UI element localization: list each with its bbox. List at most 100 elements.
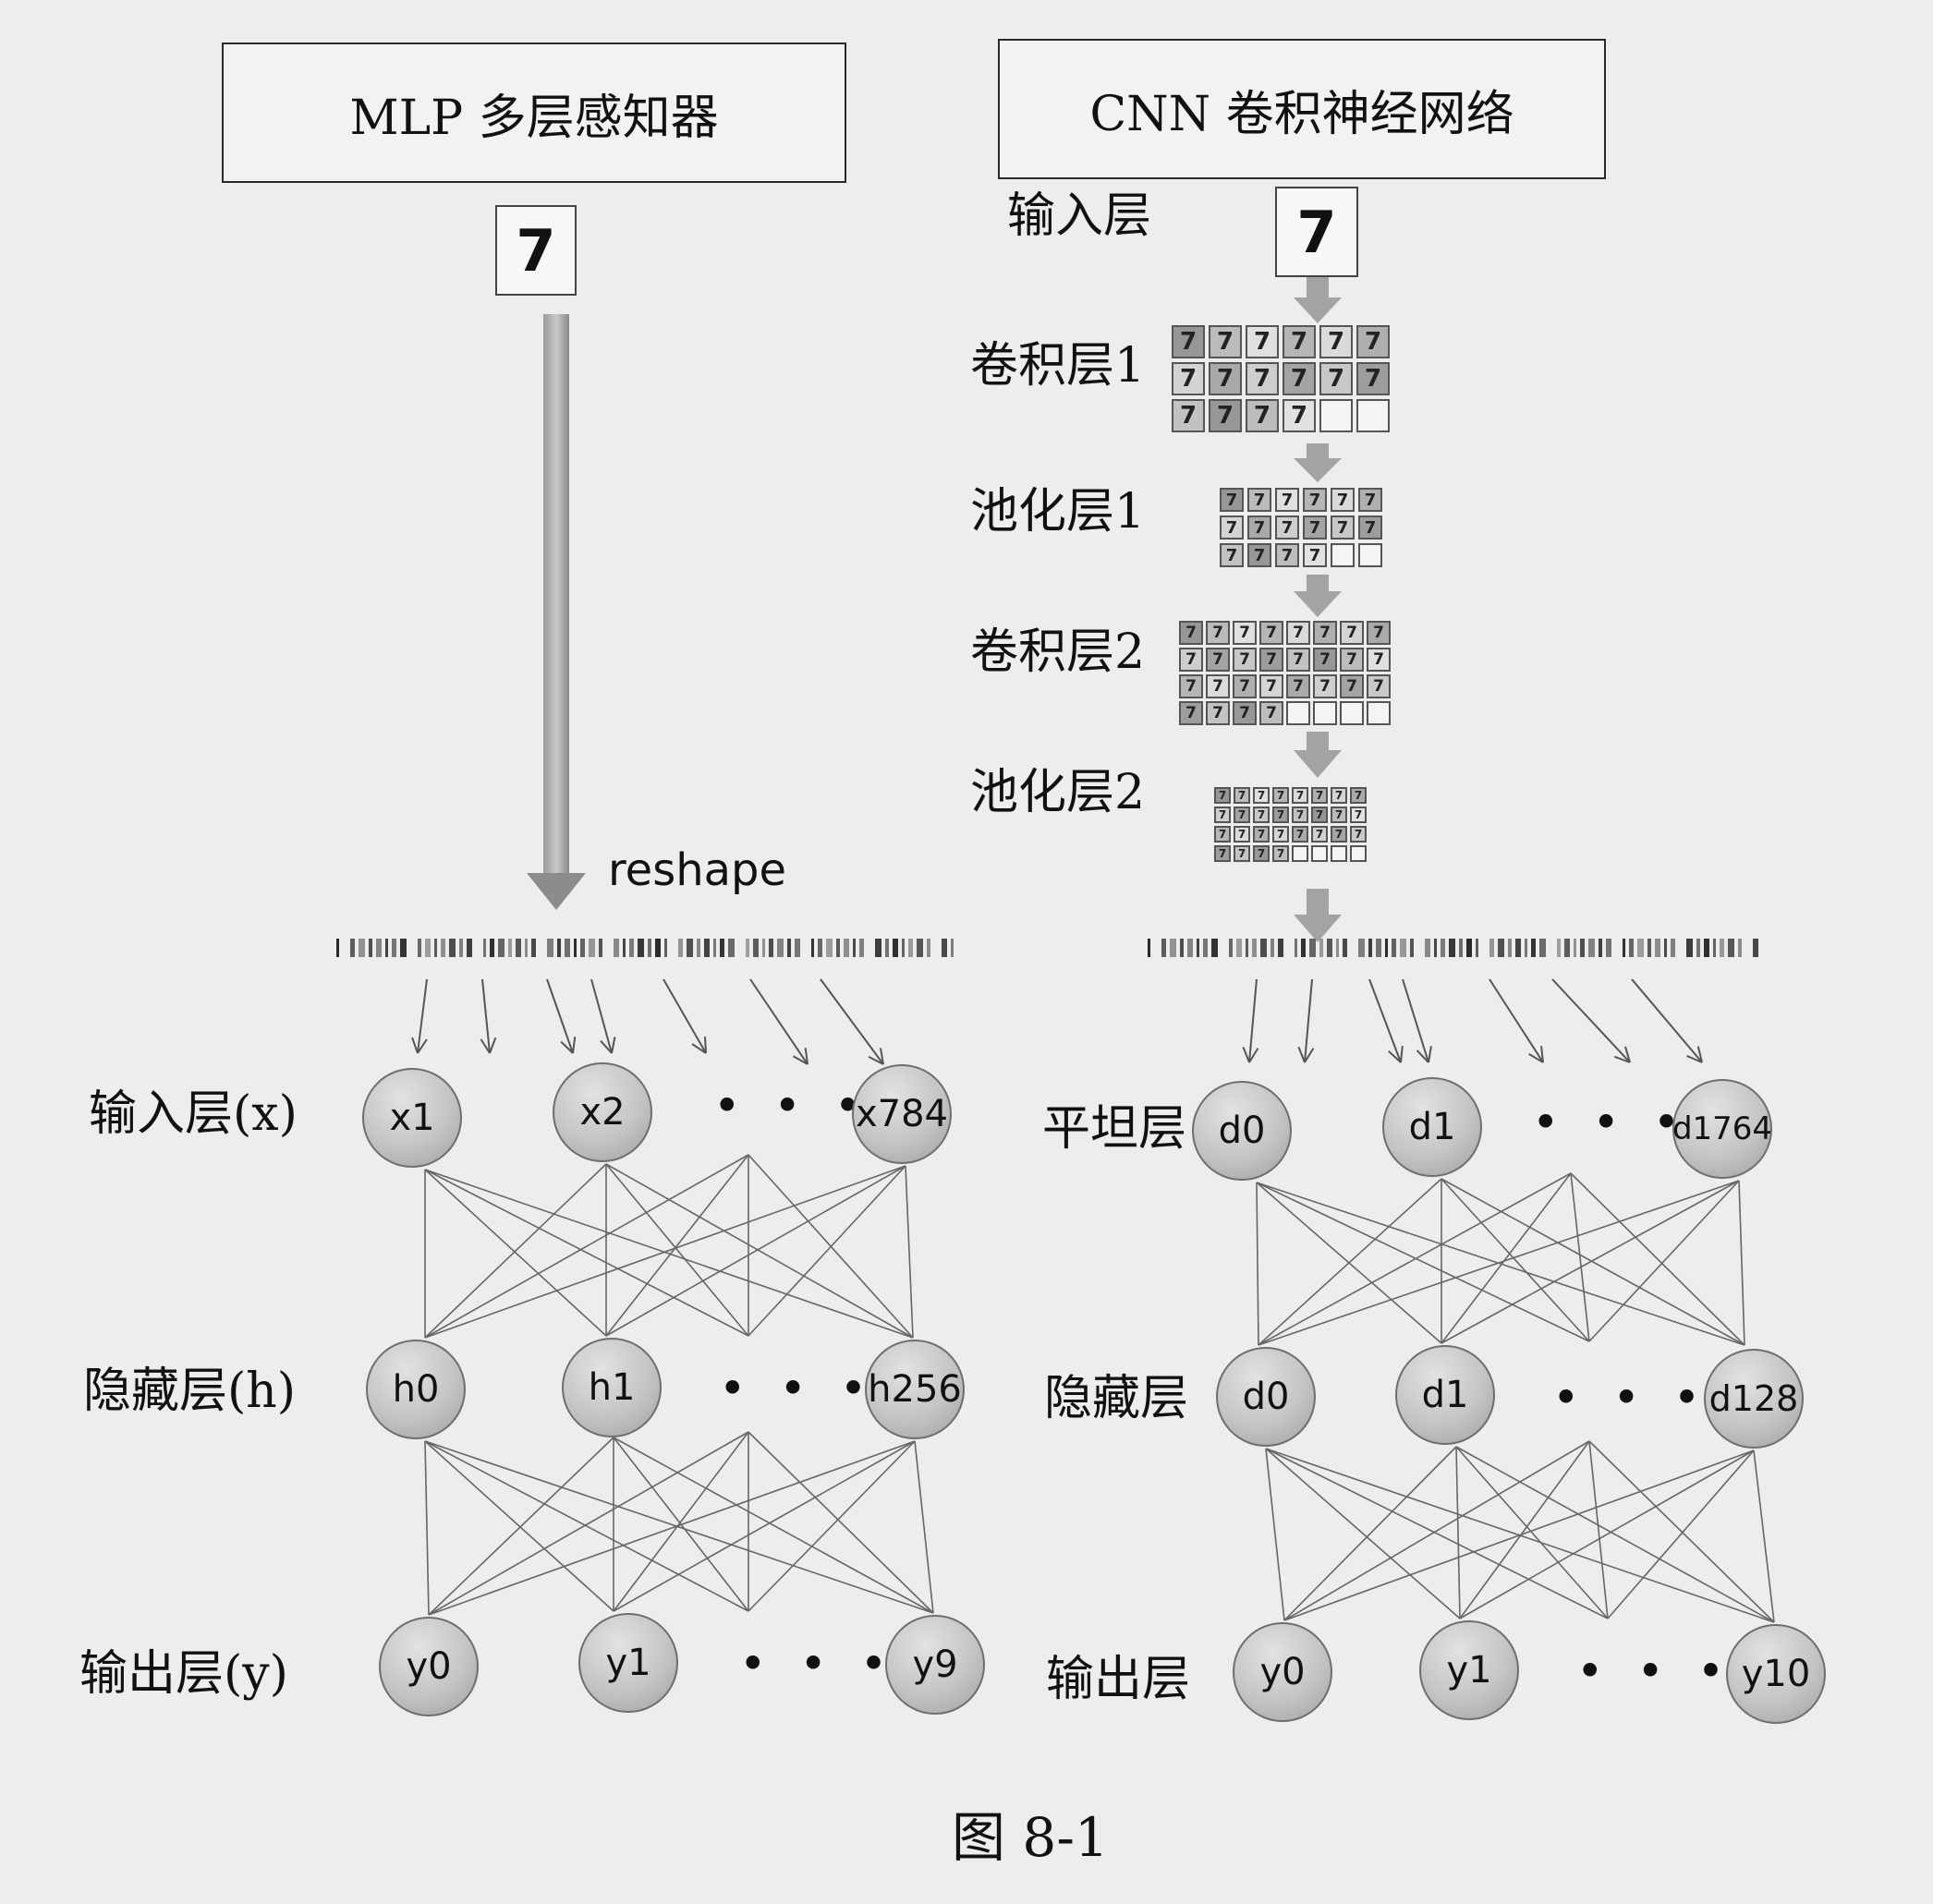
feature-map-tile: 7 — [1283, 362, 1316, 395]
feature-map-tile: 7 — [1356, 325, 1390, 358]
feature-map-tile: 7 — [1283, 325, 1316, 358]
feature-map-tile: 7 — [1246, 399, 1279, 432]
feature-map-tile: 7 — [1340, 621, 1364, 645]
feature-map-tile: 7 — [1292, 806, 1308, 823]
feature-map-tile: 7 — [1331, 488, 1355, 512]
feature-map-tile: 7 — [1234, 826, 1250, 843]
feature-map-tile: 7 — [1179, 701, 1203, 725]
cnn-title: CNN 卷积神经网络 — [1089, 86, 1514, 142]
cnn-hidden-layer-label: 隐藏层 — [1044, 1371, 1189, 1426]
mlp-title-box: MLP 多层感知器 — [222, 42, 846, 183]
cnn-arrow-conv2-to-pool2 — [1294, 732, 1342, 778]
feature-map-tile: 7 — [1340, 674, 1364, 698]
feature-map-tile: 7 — [1179, 674, 1203, 698]
feature-map-tile: 7 — [1272, 826, 1289, 843]
feature-map-tile: 7 — [1313, 648, 1337, 672]
feature-map-tile: 7 — [1233, 701, 1257, 725]
mlp-hidden-node: h1 — [562, 1338, 662, 1437]
mlp-reshape-arrow — [527, 314, 586, 910]
feature-map-tile: 7 — [1259, 701, 1283, 725]
feature-map-tile: 7 — [1275, 488, 1299, 512]
mlp-input-node: x1 — [362, 1068, 462, 1168]
feature-map-tile — [1340, 701, 1364, 725]
mlp-hidden-output-connections — [424, 1431, 934, 1616]
feature-map-tile: 7 — [1233, 674, 1257, 698]
feature-map-tile: 7 — [1179, 648, 1203, 672]
feature-map-tile — [1292, 845, 1308, 862]
mlp-input-hidden-connections — [424, 1154, 914, 1339]
mlp-input-layer-label: 输入层(x) — [89, 1086, 298, 1142]
feature-map-tile: 7 — [1350, 787, 1367, 804]
cnn-hidden-node: d0 — [1216, 1347, 1316, 1447]
cnn-flattened-vector — [1148, 939, 1758, 957]
feature-map-tile: 7 — [1331, 806, 1347, 823]
mlp-input-node: x2 — [553, 1062, 652, 1162]
feature-map-tile: 7 — [1214, 806, 1231, 823]
mlp-input-node: x784 — [852, 1064, 952, 1164]
feature-map-tile: 7 — [1350, 826, 1367, 843]
feature-map-tile: 7 — [1234, 806, 1250, 823]
mlp-output-node: y0 — [379, 1617, 479, 1716]
cnn-arrow-input-to-conv1 — [1294, 275, 1342, 323]
feature-map-tile: 7 — [1253, 826, 1270, 843]
feature-map-tile — [1319, 399, 1353, 432]
feature-map-tile — [1311, 845, 1328, 862]
feature-map-tile — [1331, 543, 1355, 567]
feature-map-tile: 7 — [1214, 845, 1231, 862]
cnn-output-node: y10 — [1726, 1624, 1826, 1724]
feature-map-tile: 7 — [1246, 362, 1279, 395]
feature-map-tile: 7 — [1358, 488, 1382, 512]
mlp-output-node: y9 — [885, 1615, 985, 1715]
feature-map-tile: 7 — [1233, 648, 1257, 672]
feature-map-tile: 7 — [1286, 648, 1310, 672]
feature-map-tile: 7 — [1247, 488, 1271, 512]
feature-map-tile — [1356, 399, 1390, 432]
feature-map-tile: 7 — [1247, 515, 1271, 540]
feature-map-tile: 7 — [1259, 621, 1283, 645]
feature-map-tile: 7 — [1367, 648, 1391, 672]
feature-map-tile: 7 — [1303, 515, 1327, 540]
cnn-hidden-output-connections — [1265, 1440, 1775, 1623]
feature-map-tile — [1367, 701, 1391, 725]
feature-map-tile: 7 — [1206, 648, 1230, 672]
mlp-output-ellipsis: • • • — [739, 1637, 897, 1691]
digit-glyph: 7 — [1296, 198, 1337, 266]
feature-map-tile: 7 — [1275, 543, 1299, 567]
feature-map-tile: 7 — [1350, 806, 1367, 823]
feature-map-tile: 7 — [1253, 806, 1270, 823]
feature-map-tile: 7 — [1292, 787, 1308, 804]
cnn-flatten-node: d1 — [1382, 1077, 1482, 1177]
input-arrows — [411, 978, 1703, 1065]
feature-map-tile: 7 — [1286, 621, 1310, 645]
feature-map-tile: 7 — [1319, 362, 1353, 395]
cnn-output-layer-label: 输出层 — [1046, 1652, 1191, 1707]
cnn-arrow-pool1-to-conv2 — [1294, 575, 1342, 617]
feature-map-tile — [1331, 845, 1347, 862]
cnn-hidden-ellipsis: • • • — [1552, 1371, 1710, 1425]
cnn-output-node: y0 — [1233, 1622, 1332, 1722]
feature-map-tile: 7 — [1311, 826, 1328, 843]
feature-map-tile: 7 — [1292, 826, 1308, 843]
digit-glyph: 7 — [516, 216, 556, 285]
feature-map-tile: 7 — [1206, 701, 1230, 725]
feature-map-tile: 7 — [1209, 362, 1242, 395]
cnn-input-layer-label: 输入层 — [1007, 188, 1152, 244]
feature-map-tile: 7 — [1220, 515, 1244, 540]
cnn-flatten-ellipsis: • • • — [1532, 1096, 1690, 1149]
cnn-output-node: y1 — [1419, 1620, 1519, 1720]
mlp-hidden-ellipsis: • • • — [719, 1362, 877, 1415]
cnn-flatten-hidden-connections — [1256, 1172, 1745, 1346]
feature-map-tile: 7 — [1272, 806, 1289, 823]
mlp-title: MLP 多层感知器 — [349, 90, 719, 146]
feature-map-tile: 7 — [1356, 362, 1390, 395]
feature-map-tile: 7 — [1172, 325, 1205, 358]
cnn-title-box: CNN 卷积神经网络 — [998, 39, 1606, 179]
mlp-hidden-node: h256 — [865, 1340, 965, 1439]
feature-map-tile: 7 — [1331, 787, 1347, 804]
cnn-conv1-label: 卷积层1 — [970, 338, 1146, 394]
feature-map-tile: 7 — [1172, 399, 1205, 432]
cnn-hidden-node: d1 — [1395, 1345, 1495, 1445]
feature-map-tile: 7 — [1179, 621, 1203, 645]
feature-map-tile: 7 — [1313, 674, 1337, 698]
